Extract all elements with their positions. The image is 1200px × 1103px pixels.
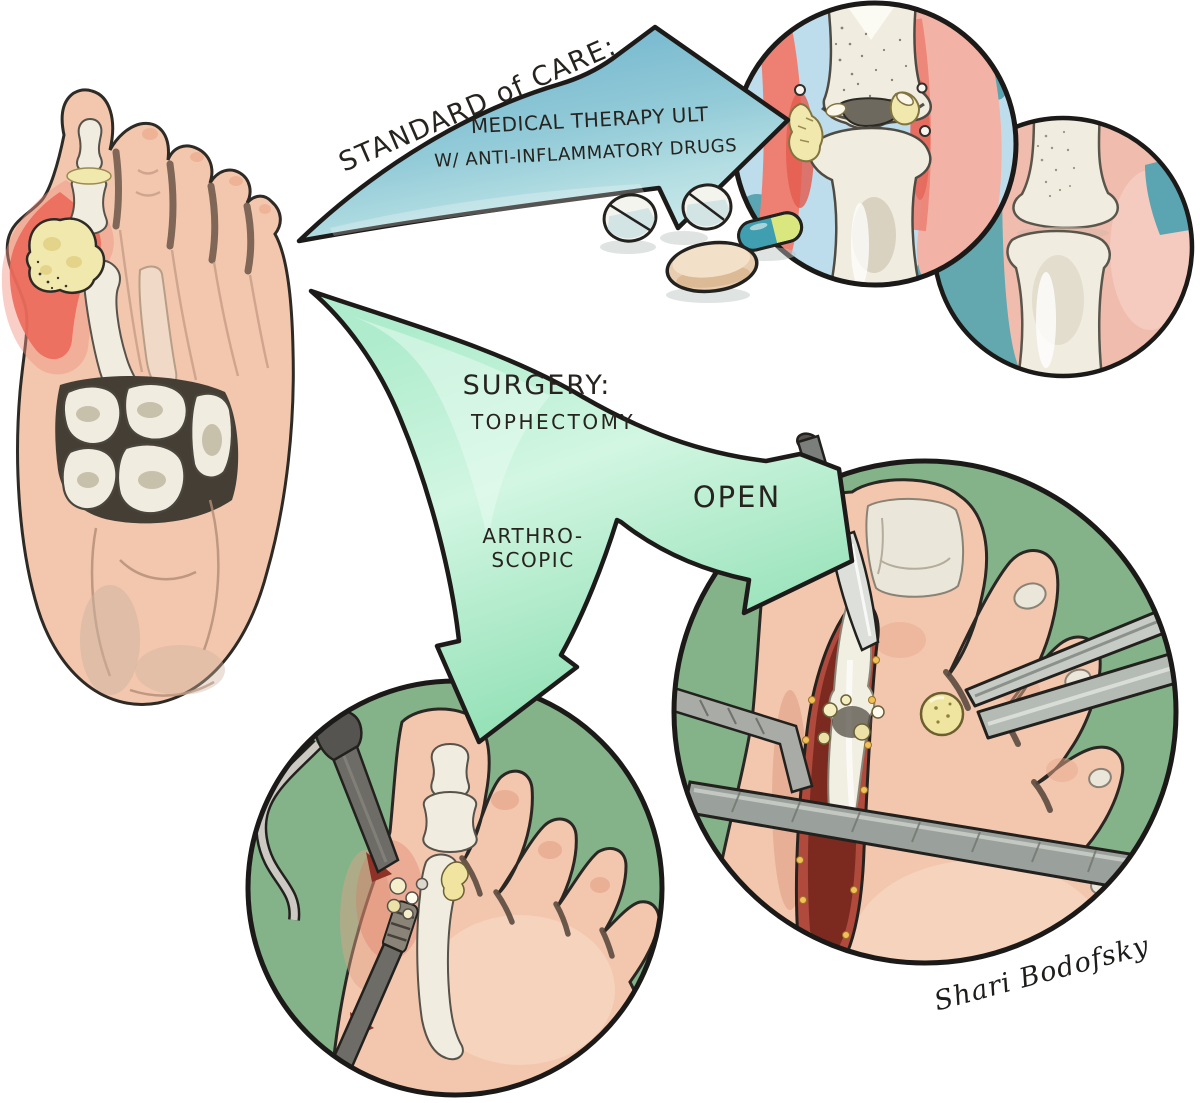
inset-a-right-tissue (908, 3, 1002, 285)
inflamed-joint-inset (731, 0, 1019, 288)
heel-shading-2 (135, 645, 225, 695)
arthroscopic-label-line2: SCOPIC (491, 548, 574, 572)
open-surgery-inset (671, 458, 1179, 966)
tophus-deposit (25, 217, 106, 294)
arthroscopic-surgery-inset (245, 678, 665, 1098)
round-tablet-2 (681, 183, 733, 231)
surgery-arrow (308, 288, 855, 745)
tarsal-bones (55, 375, 239, 524)
inset-c-toe-bones (416, 742, 478, 1061)
surgery-arrow-sheen (352, 316, 550, 540)
capsule-pill (737, 211, 804, 252)
heel-shading (80, 585, 140, 695)
inset-d-outline (671, 458, 1179, 966)
gouty-foot-illustration (1, 88, 295, 706)
extracted-tophus (919, 691, 965, 737)
forceps-instrument (964, 596, 1176, 740)
medication-pills (600, 183, 804, 303)
dorsal-sketch-lines (118, 168, 270, 381)
round-tablet-1 (602, 193, 658, 243)
inset-c-toe-creases (459, 855, 615, 959)
standard-of-care-arrow-sheen (330, 184, 646, 236)
inset-b-bone-highlight (1036, 272, 1056, 368)
surgery-label: SURGERY: (463, 370, 612, 401)
inset-a-crystal-bubbles (794, 82, 931, 137)
retractor-left (674, 686, 814, 794)
toe-creases (112, 148, 255, 275)
inset-c-joint-tophus (440, 861, 469, 902)
oval-tablet (665, 240, 759, 294)
joint-tophus-fragments (817, 694, 885, 745)
inset-a-bone-highlight (851, 203, 869, 285)
inset-b-bone-speckles (1036, 130, 1076, 198)
arthroscope-wire (255, 739, 323, 921)
standard-of-care-arrow (296, 24, 791, 244)
inset-a-tophus-left (788, 102, 847, 163)
tophectomy-label: TOPHECTOMY (470, 410, 635, 434)
big-toe-nail (865, 498, 965, 598)
arthroscopic-label-line1: ARTHRO- (482, 524, 583, 548)
inset-a-tophus-right (889, 91, 920, 126)
inset-a-bone-notch (845, 3, 897, 40)
toe-blush (142, 128, 271, 214)
inset-c-tophus-beads (386, 877, 429, 920)
ip-joint-tophus (66, 167, 112, 185)
standard-of-care-arrow-body (296, 24, 791, 244)
open-label: OPEN (693, 480, 781, 514)
